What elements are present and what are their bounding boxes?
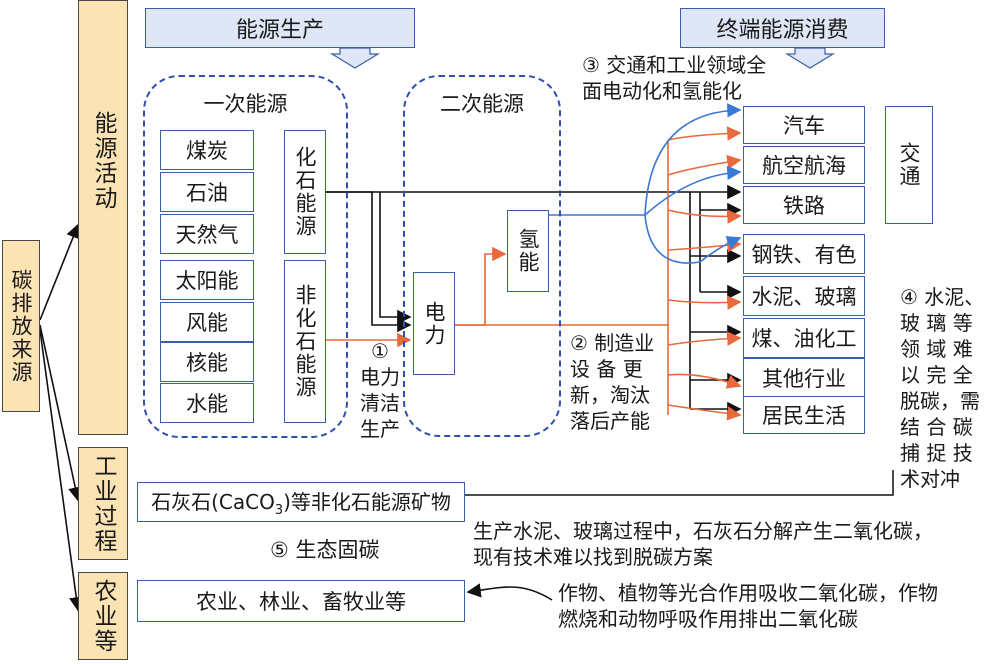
fossil-energy-box: 化石能源 bbox=[284, 130, 326, 254]
secondary-energy-title: 二次能源 bbox=[440, 92, 524, 116]
note1-line1: ① bbox=[371, 339, 389, 363]
primary-energy-group bbox=[143, 75, 348, 438]
transport-label: 交通 bbox=[897, 142, 921, 188]
capture-connector bbox=[465, 470, 894, 496]
note4-line5: 脱碳，需 bbox=[900, 389, 980, 413]
industrial-process-label: 工业过程 bbox=[90, 453, 116, 554]
coal-item: 煤炭 bbox=[160, 130, 254, 170]
note4-line3: 领 域 难 bbox=[900, 337, 973, 361]
note-equipment-upgrade: ② 制造业 设 备 更 新，淘汰 落后产能 bbox=[570, 330, 670, 434]
note3-line1: ③ 交通和工业领域全 bbox=[582, 53, 767, 77]
limestone-desc-line2: 现有技术难以找到脱碳方案 bbox=[473, 545, 713, 569]
note2-line2: 设 备 更 bbox=[570, 357, 643, 381]
note2-line3: 新，淘汰 bbox=[570, 383, 650, 407]
note1-line3: 清洁 bbox=[360, 391, 400, 415]
oil-item: 石油 bbox=[160, 172, 254, 212]
note-electrification: ③ 交通和工业领域全 面电动化和氢能化 bbox=[582, 52, 782, 104]
wind-item: 风能 bbox=[160, 302, 254, 342]
note-clean-generation: ① 电力 清洁 生产 bbox=[352, 338, 408, 442]
nonfossil-energy-label: 非化石能源 bbox=[293, 284, 317, 399]
hydrogen-flow bbox=[549, 103, 742, 264]
agriculture-box: 农业等 bbox=[78, 572, 128, 660]
agriculture-label: 农业等 bbox=[90, 578, 116, 654]
transport-box: 交通 bbox=[885, 106, 933, 224]
agri-arrow bbox=[466, 583, 553, 601]
carbon-sources-box: 碳排放来源 bbox=[2, 240, 40, 412]
hydrogen-label: 氢能 bbox=[516, 228, 540, 274]
note4-line6: 结 合 碳 bbox=[900, 415, 973, 439]
natural-gas-item: 天然气 bbox=[160, 214, 254, 254]
limestone-label: 石灰石(CaCO3)等非化石能源矿物 bbox=[151, 490, 451, 518]
note2-line1: ② 制造业 bbox=[570, 331, 655, 355]
note1-line4: 生产 bbox=[360, 417, 400, 441]
hydro-item: 水能 bbox=[160, 383, 254, 423]
consumer-car: 汽车 bbox=[743, 106, 865, 144]
secondary-energy-group bbox=[403, 75, 561, 437]
header-energy-production-label: 能源生产 bbox=[235, 18, 324, 43]
note-carbon-capture: ④ 水泥、 玻 璃 等 领 域 难 以 完 全 脱碳，需 结 合 碳 捕 捉 技… bbox=[900, 284, 998, 492]
consumer-residential: 居民生活 bbox=[743, 396, 865, 434]
industrial-process-box: 工业过程 bbox=[78, 447, 128, 560]
agri-desc-line1: 作物、植物等光合作用吸收二氧化碳，作物 bbox=[558, 581, 938, 605]
limestone-box: 石灰石(CaCO3)等非化石能源矿物 bbox=[137, 482, 465, 522]
note-ecological-sink: ⑤ 生态固碳 bbox=[270, 538, 380, 562]
consumer-cement-glass: 水泥、玻璃 bbox=[743, 276, 865, 316]
carbon-sources-label: 碳排放来源 bbox=[9, 268, 33, 384]
agriculture-description: 作物、植物等光合作用吸收二氧化碳，作物 燃烧和动物呼吸作用排出二氧化碳 bbox=[558, 580, 998, 632]
electricity-box: 电力 bbox=[413, 272, 455, 375]
limestone-desc-line1: 生产水泥、玻璃过程中，石灰石分解产生二氧化碳， bbox=[473, 519, 933, 543]
agriculture-forestry-box: 农业、林业、畜牧业等 bbox=[137, 580, 465, 622]
agri-desc-line2: 燃烧和动物呼吸作用排出二氧化碳 bbox=[558, 607, 858, 631]
limestone-description: 生产水泥、玻璃过程中，石灰石分解产生二氧化碳， 现有技术难以找到脱碳方案 bbox=[473, 518, 998, 570]
note2-line4: 落后产能 bbox=[570, 409, 650, 433]
note3-line2: 面电动化和氢能化 bbox=[582, 79, 742, 103]
solar-item: 太阳能 bbox=[160, 260, 254, 300]
energy-activity-label: 能源活动 bbox=[90, 111, 116, 211]
fossil-energy-label: 化石能源 bbox=[293, 146, 317, 238]
fossil-flow bbox=[326, 184, 742, 417]
note4-line8: 术对冲 bbox=[900, 467, 960, 491]
electricity-label: 电力 bbox=[422, 300, 446, 347]
note4-line4: 以 完 全 bbox=[900, 363, 973, 387]
source-arrows bbox=[39, 223, 84, 612]
hydrogen-box: 氢能 bbox=[507, 210, 549, 292]
consumer-aviation-shipping: 航空航海 bbox=[743, 146, 865, 184]
consumer-steel-nonferrous: 钢铁、有色 bbox=[743, 234, 865, 274]
note4-line1: ④ 水泥、 bbox=[900, 285, 985, 309]
note1-line2: 电力 bbox=[360, 365, 400, 389]
note4-line7: 捕 捉 技 bbox=[900, 441, 973, 465]
consumer-railway: 铁路 bbox=[743, 186, 865, 224]
primary-energy-title: 一次能源 bbox=[203, 92, 288, 116]
header-terminal-consumption-label: 终端能源消费 bbox=[716, 18, 849, 43]
note4-line2: 玻 璃 等 bbox=[900, 311, 973, 335]
consumer-other-industries: 其他行业 bbox=[743, 358, 865, 398]
nuclear-item: 核能 bbox=[160, 342, 254, 382]
energy-activity-box: 能源活动 bbox=[78, 0, 128, 435]
consumer-coal-oil-chemical: 煤、油化工 bbox=[743, 318, 865, 358]
header-terminal-consumption: 终端能源消费 bbox=[680, 8, 885, 48]
nonfossil-energy-box: 非化石能源 bbox=[284, 260, 326, 423]
header-energy-production: 能源生产 bbox=[145, 8, 415, 48]
